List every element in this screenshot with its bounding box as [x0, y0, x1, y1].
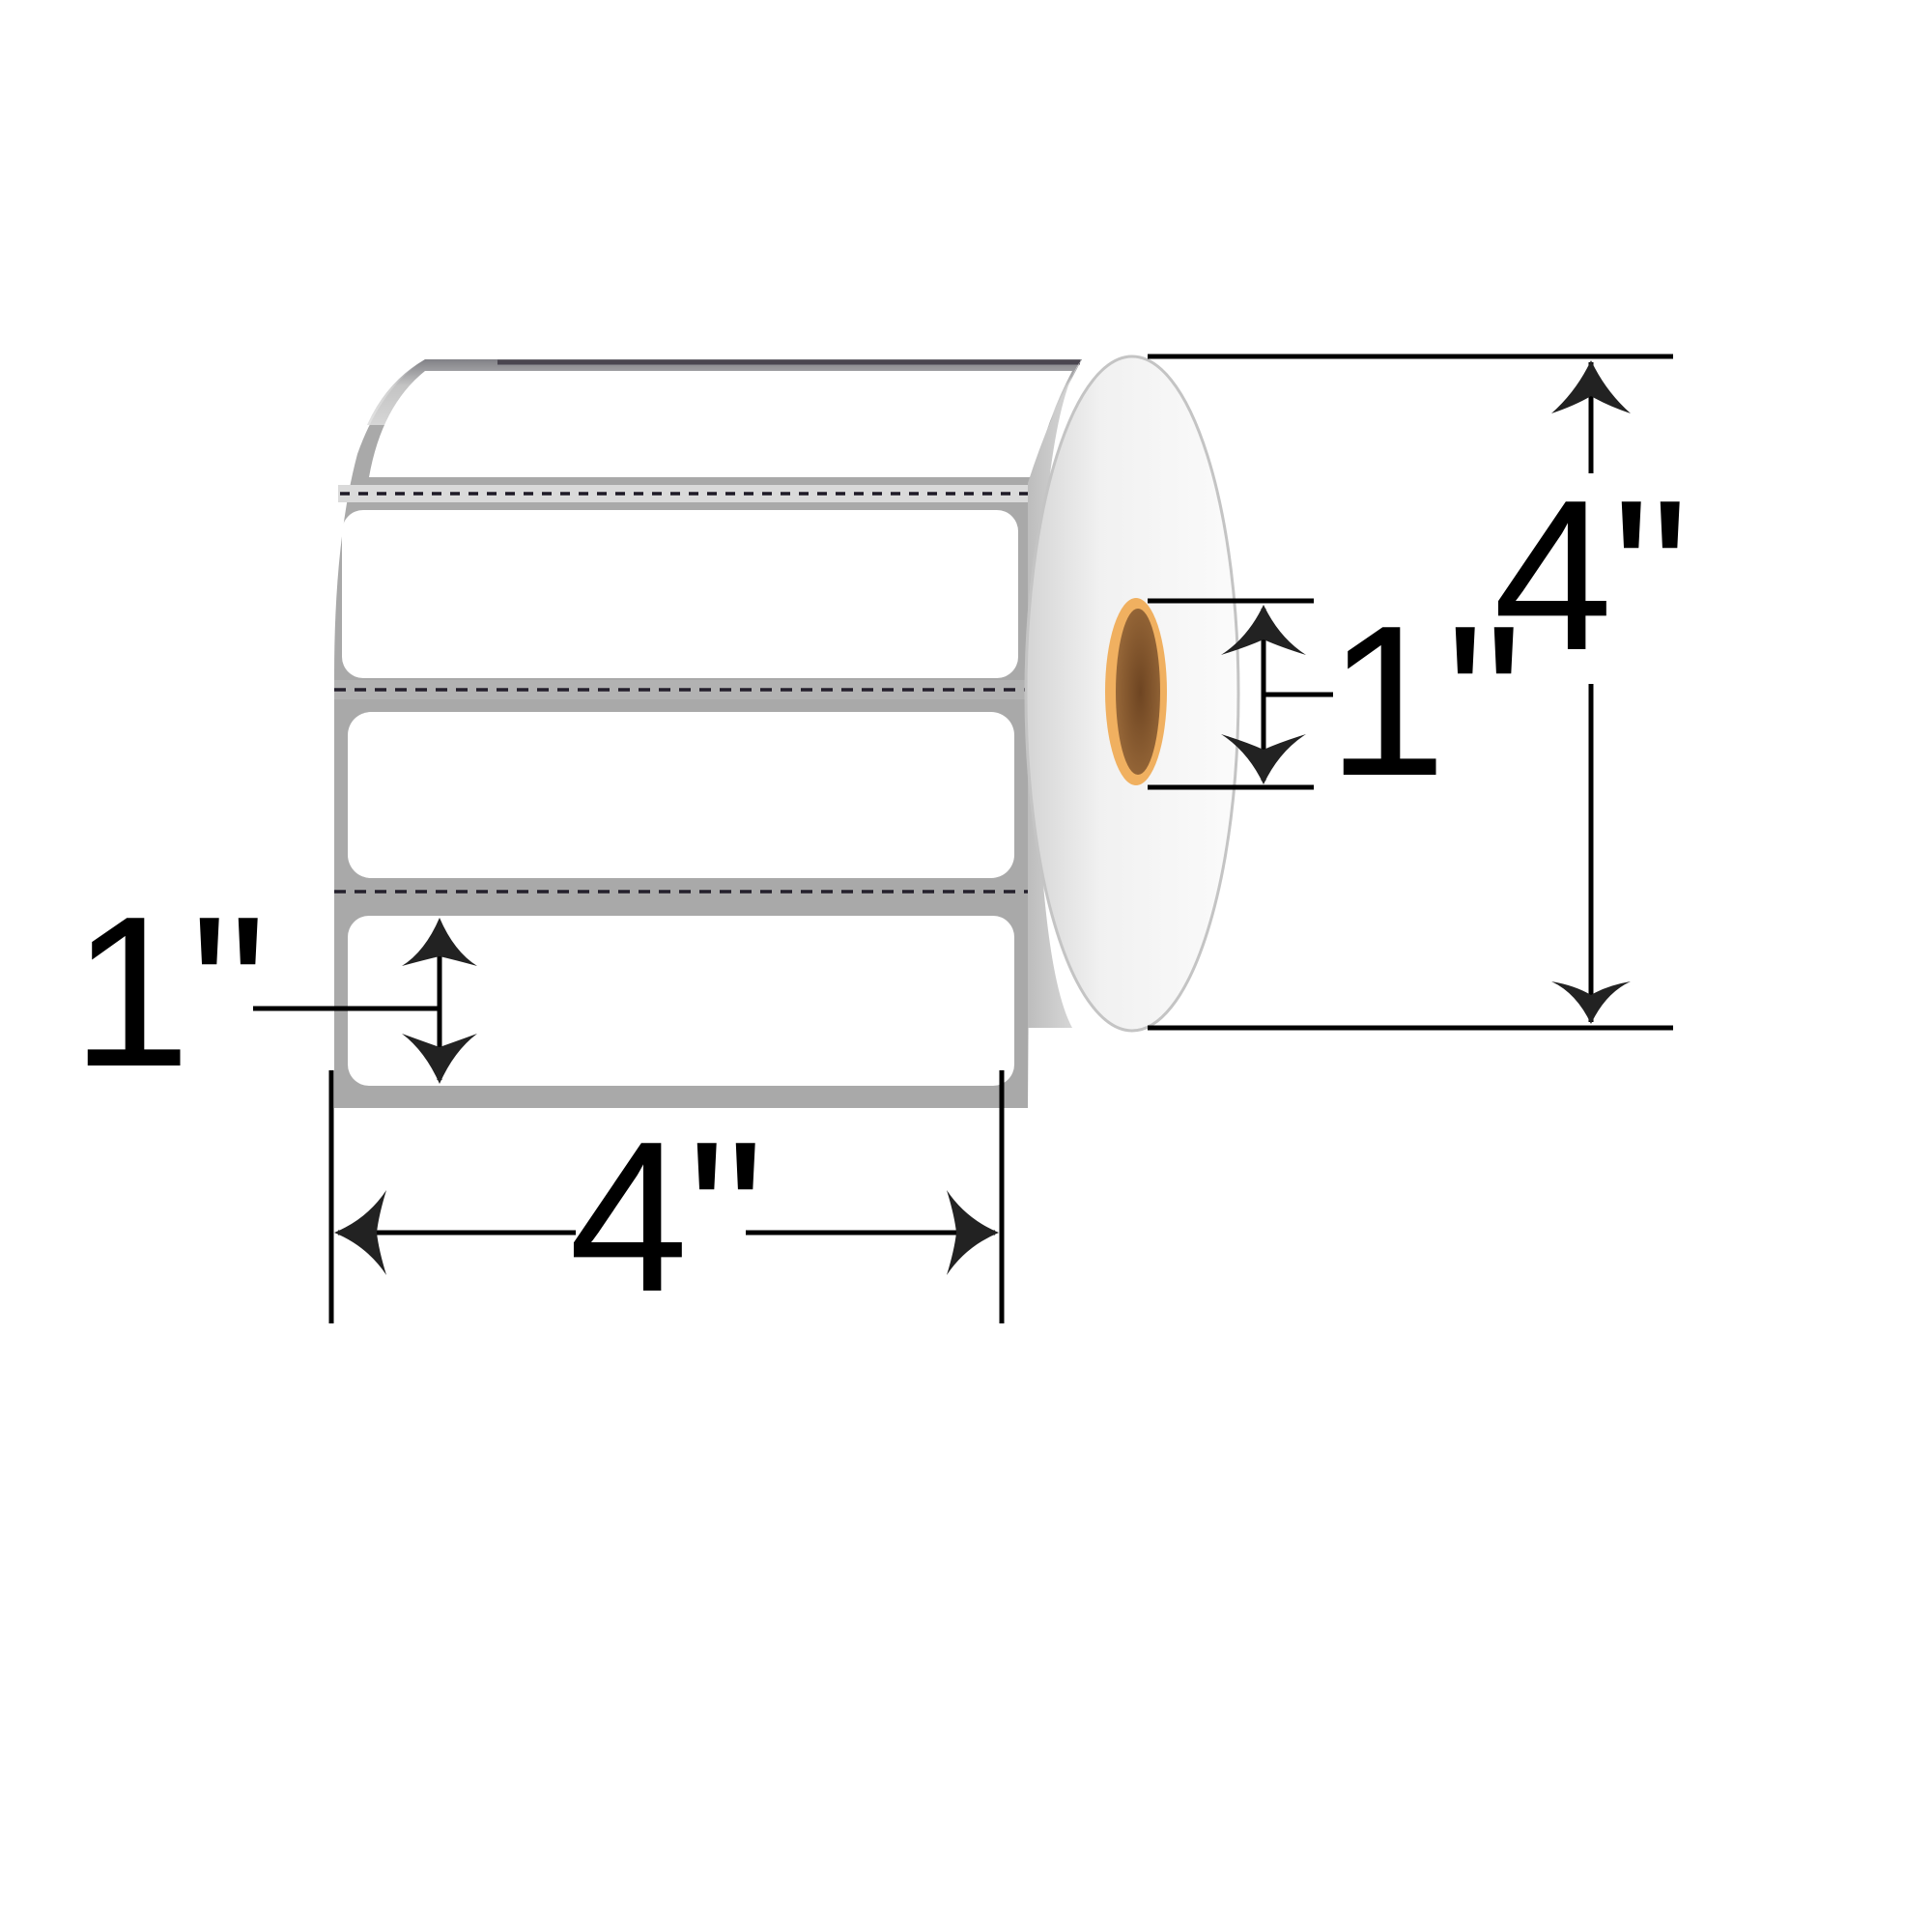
dimension-roll-width: 4"	[328, 1070, 1005, 1337]
arrow-up-icon	[1551, 360, 1631, 413]
label-4	[348, 916, 1014, 1086]
arrow-down-icon	[1221, 734, 1306, 784]
roll-face	[1024, 355, 1240, 1033]
label-height-label: 1"	[71, 872, 267, 1112]
dimension-core-diameter: 1"	[1148, 582, 1522, 821]
arrow-up-icon	[402, 918, 477, 966]
roll-body	[334, 359, 1082, 1108]
dimension-outer-diameter: 4"	[1148, 354, 1689, 1031]
roll-width-label: 4"	[569, 1097, 764, 1337]
outer-diameter-label: 4"	[1493, 456, 1689, 696]
arrow-right-icon	[947, 1190, 999, 1275]
arrow-up-icon	[1221, 605, 1306, 655]
arrow-down-icon	[402, 1034, 477, 1084]
label-3	[348, 712, 1014, 878]
dimension-label-height: 1"	[71, 872, 477, 1112]
roll-face-rim	[1024, 355, 1240, 1033]
label-top-partial	[369, 371, 1072, 477]
core-hole	[1116, 609, 1160, 775]
arrow-left-icon	[334, 1190, 386, 1275]
core-diameter-label: 1"	[1327, 582, 1522, 821]
arrow-down-icon	[1551, 981, 1631, 1024]
label-2	[342, 510, 1018, 678]
